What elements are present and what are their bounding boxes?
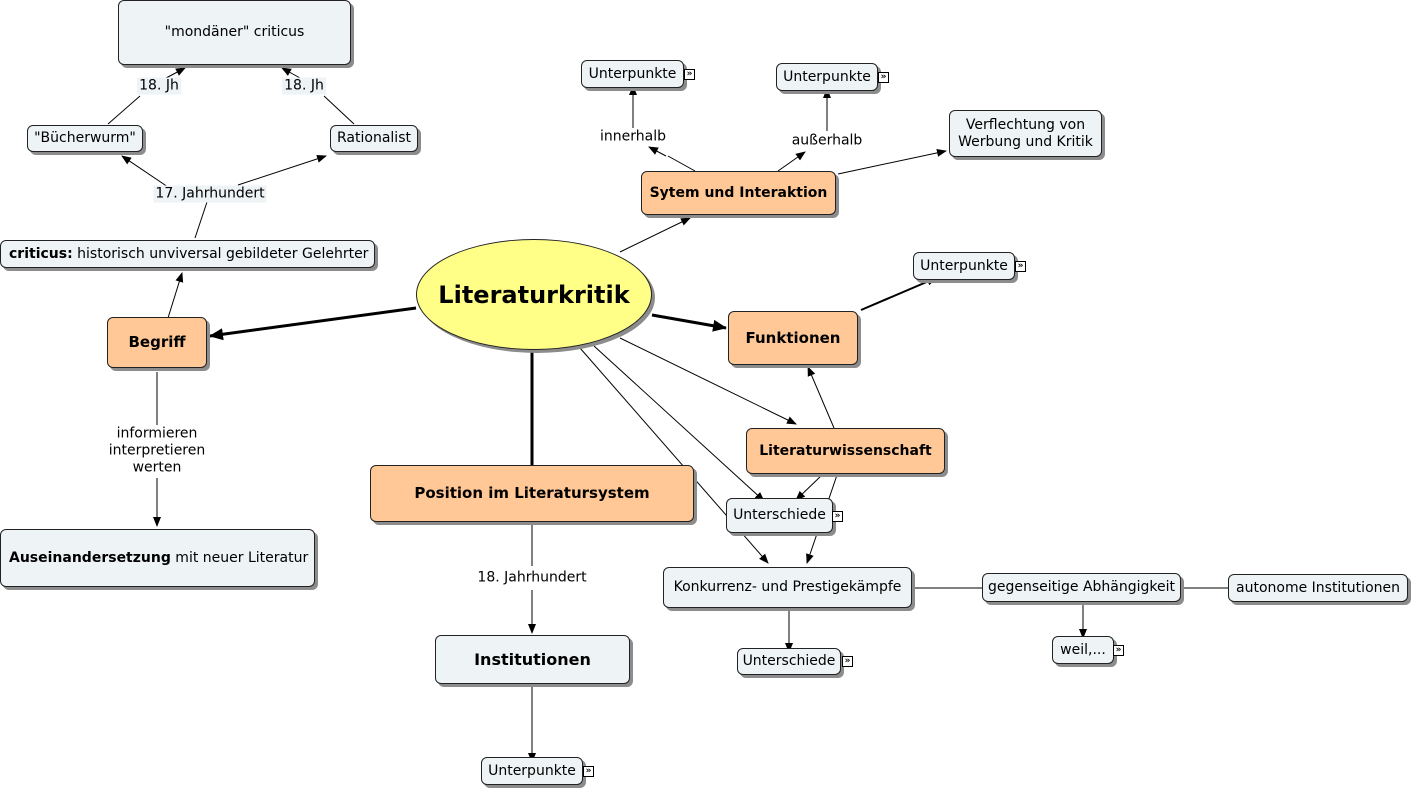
- concept-weil[interactable]: weil,...: [1052, 636, 1114, 664]
- concept-begriff[interactable]: Begriff: [107, 317, 207, 368]
- concept-gegenseitige-abhaengigkeit[interactable]: gegenseitige Abhängigkeit: [982, 573, 1181, 602]
- link-label-begriff-verbs: informieren interpretieren werten: [106, 425, 208, 477]
- concept-rationalist[interactable]: Rationalist: [330, 125, 418, 152]
- concept-label: Unterpunkte: [588, 65, 677, 82]
- auseinandersetzung-rest: mit neuer Literatur: [170, 549, 309, 566]
- root-concept-literaturkritik[interactable]: Literaturkritik: [416, 239, 652, 350]
- submap-double-chevron-icon[interactable]: »: [878, 72, 889, 83]
- concept-unterschiede-mid[interactable]: Unterschiede: [726, 498, 833, 533]
- concept-label: Begriff: [128, 333, 186, 351]
- concept-label: Konkurrenz- und Prestigekämpfe: [673, 579, 902, 595]
- submap-double-chevron-icon[interactable]: »: [832, 511, 843, 522]
- link-label-17-jahrhundert: 17. Jahrhundert: [153, 185, 267, 203]
- concept-criticus[interactable]: criticus: historisch unviversal gebildet…: [0, 240, 375, 268]
- concept-label: Institutionen: [474, 650, 591, 669]
- concept-label: Unterpunkte: [783, 68, 871, 85]
- root-concept-label: Literaturkritik: [438, 280, 630, 309]
- concept-funktionen[interactable]: Funktionen: [728, 311, 858, 365]
- link-label-innerhalb: innerhalb: [598, 128, 668, 146]
- concept-position-im-literatursystem[interactable]: Position im Literatursystem: [370, 465, 694, 522]
- concept-verflechtung[interactable]: Verflechtung von Werbung und Kritik: [949, 110, 1102, 157]
- concept-auseinandersetzung[interactable]: Auseinandersetzung mit neuer Literatur: [0, 529, 315, 587]
- verb-informieren: informieren: [116, 425, 198, 442]
- concept-unterpunkte-ausserhalb[interactable]: Unterpunkte: [776, 63, 878, 91]
- concept-label: Position im Literatursystem: [414, 484, 650, 502]
- concept-label: Unterschiede: [733, 507, 826, 523]
- submap-double-chevron-icon[interactable]: »: [842, 656, 853, 667]
- criticus-term: criticus:: [9, 245, 73, 262]
- verb-interpretieren: interpretieren: [108, 442, 206, 459]
- submap-double-chevron-icon[interactable]: »: [684, 69, 695, 80]
- concept-unterschiede-bottom[interactable]: Unterschiede: [737, 648, 841, 675]
- concept-label: "mondäner" criticus: [164, 24, 305, 40]
- link-label-18-jahrhundert: 18. Jahrhundert: [475, 569, 589, 587]
- link-label-18-jh-right: 18. Jh: [282, 77, 326, 95]
- concept-label: autonome Institutionen: [1236, 579, 1400, 596]
- concept-label: weil,...: [1060, 641, 1106, 658]
- auseinandersetzung-text: Auseinandersetzung mit neuer Literatur: [9, 550, 308, 567]
- concept-system-und-interaktion[interactable]: Sytem und Interaktion: [641, 171, 836, 215]
- concept-label: Literaturwissenschaft: [759, 442, 932, 459]
- verflechtung-line-2: Werbung und Kritik: [958, 133, 1093, 150]
- concept-label: Sytem und Interaktion: [649, 184, 828, 201]
- link-label-18-jh-left: 18. Jh: [137, 77, 181, 95]
- concept-autonome-institutionen[interactable]: autonome Institutionen: [1228, 574, 1408, 602]
- submap-double-chevron-icon[interactable]: »: [1113, 645, 1124, 656]
- concept-konkurrenz-prestigekaempfe[interactable]: Konkurrenz- und Prestigekämpfe: [663, 567, 912, 608]
- concept-label: Unterschiede: [742, 653, 836, 669]
- concept-unterpunkte-funktionen[interactable]: Unterpunkte: [913, 252, 1015, 280]
- auseinandersetzung-term: Auseinandersetzung: [9, 549, 171, 566]
- link-label-ausserhalb: außerhalb: [789, 132, 865, 150]
- criticus-text: criticus: historisch unviversal gebildet…: [9, 246, 368, 263]
- concept-label: Unterpunkte: [488, 762, 576, 779]
- concept-label: Unterpunkte: [920, 257, 1008, 274]
- verflechtung-line-1: Verflechtung von: [965, 116, 1086, 133]
- concept-mondaener-criticus[interactable]: "mondäner" criticus: [118, 0, 351, 65]
- concept-buecherwurm[interactable]: "Bücherwurm": [27, 125, 143, 152]
- concept-label: gegenseitige Abhängigkeit: [987, 579, 1176, 595]
- criticus-definition: historisch unviversal gebildeter Gelehrt…: [72, 245, 369, 262]
- concept-label: Rationalist: [337, 130, 411, 146]
- concept-label: "Bücherwurm": [34, 130, 136, 146]
- submap-double-chevron-icon[interactable]: »: [583, 766, 594, 777]
- concept-unterpunkte-institutionen[interactable]: Unterpunkte: [481, 757, 583, 785]
- concept-institutionen[interactable]: Institutionen: [435, 635, 630, 684]
- concept-unterpunkte-innerhalb[interactable]: Unterpunkte: [581, 60, 684, 88]
- concept-literaturwissenschaft[interactable]: Literaturwissenschaft: [746, 428, 945, 474]
- concept-label: Funktionen: [745, 328, 841, 347]
- submap-double-chevron-icon[interactable]: »: [1015, 261, 1026, 272]
- verb-werten: werten: [132, 459, 182, 476]
